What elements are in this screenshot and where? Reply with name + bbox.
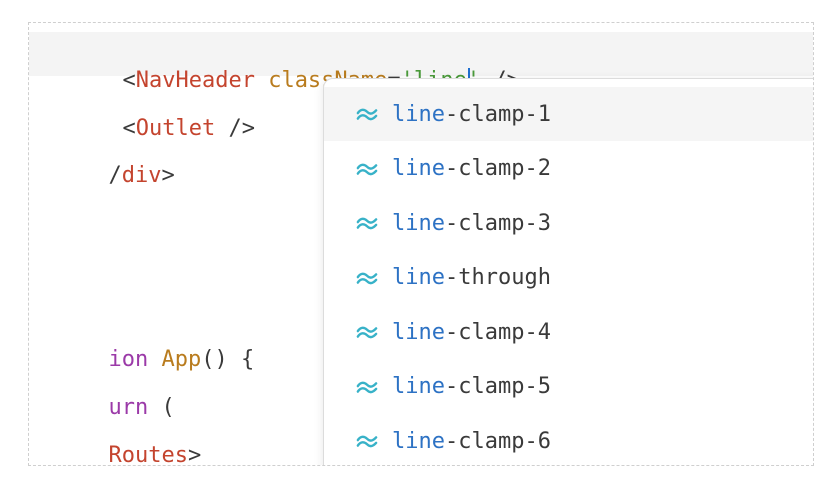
keyword: urn [108,395,149,420]
autocomplete-match-text: line [392,265,445,290]
autocomplete-item[interactable]: line-clamp-1 [324,87,813,141]
editor-frame: <NavHeader className='line' /> <Outlet /… [28,22,814,466]
closing-tag-end: > [161,163,175,188]
tailwind-icon [356,217,378,230]
autocomplete-match-text: line [392,210,445,236]
current-line-highlight [29,32,813,76]
code-line-4[interactable]: ion App() { [29,321,254,372]
autocomplete-item[interactable]: line-clamp-4 [324,305,813,359]
autocomplete-item[interactable]: line-clamp-5 [324,360,813,414]
tailwind-icon [356,108,378,121]
autocomplete-rest-text: -through [444,265,551,290]
autocomplete-item-label: line-clamp-2 [392,156,551,181]
tag-name: Outlet [135,116,216,141]
closing-tag-start: / [108,163,122,188]
autocomplete-match-text: line [392,156,445,181]
autocomplete-rest-text: -clamp-4 [444,319,551,345]
autocomplete-rest-text: -clamp-3 [444,210,551,236]
autocomplete-item-label: line-clamp-3 [392,211,551,236]
autocomplete-item-label: line-through [392,265,551,290]
tailwind-icon [356,381,378,393]
keyword: ion [108,347,149,372]
code-editor[interactable]: <NavHeader className='line' /> <Outlet /… [29,23,813,465]
autocomplete-rest-text: -clamp-1 [444,101,551,127]
tailwind-icon [356,326,378,339]
autocomplete-rest-text: -clamp-6 [444,428,551,454]
autocomplete-rest-text: -clamp-5 [444,374,551,399]
tag-name: Routes [108,443,188,466]
autocomplete-match-text: line [392,374,445,399]
autocomplete-match-text: line [392,319,445,345]
tag-name: NavHeader [135,68,255,93]
tag-close-bracket: > [187,443,202,466]
function-name: App [148,347,202,372]
autocomplete-item-label: line-clamp-1 [392,102,551,127]
closing-tag-name: div [121,163,162,188]
tag-open-bracket: < [122,68,136,93]
autocomplete-item[interactable]: line-clamp-6 [324,414,813,465]
code-line-1[interactable]: <NavHeader className='line' /> [43,42,520,93]
autocomplete-match-text: line [392,101,445,127]
autocomplete-item-label: line-clamp-6 [392,429,551,454]
autocomplete-item[interactable]: line-clamp-2 [324,142,813,196]
code-line-3[interactable]: /div> [29,137,174,188]
autocomplete-item-label: line-clamp-5 [392,374,551,399]
code-line-6[interactable]: Routes> [29,417,201,465]
code-line-2[interactable]: <Outlet /> [43,90,254,141]
paren-open: ( [148,395,175,420]
autocomplete-match-text: line [392,428,445,454]
autocomplete-item[interactable]: line-clamp-3 [324,196,813,250]
tailwind-icon [356,272,378,284]
autocomplete-item-label: line-clamp-4 [392,320,551,345]
autocomplete-item[interactable]: line-through [324,251,813,305]
autocomplete-rest-text: -clamp-2 [444,156,551,181]
code-line-5[interactable]: urn ( [29,369,174,420]
tag-self-close: /> [215,116,255,141]
tag-open-bracket: < [122,116,136,141]
function-params: () { [201,347,255,372]
tailwind-icon [356,163,378,175]
tailwind-icon [356,435,378,448]
